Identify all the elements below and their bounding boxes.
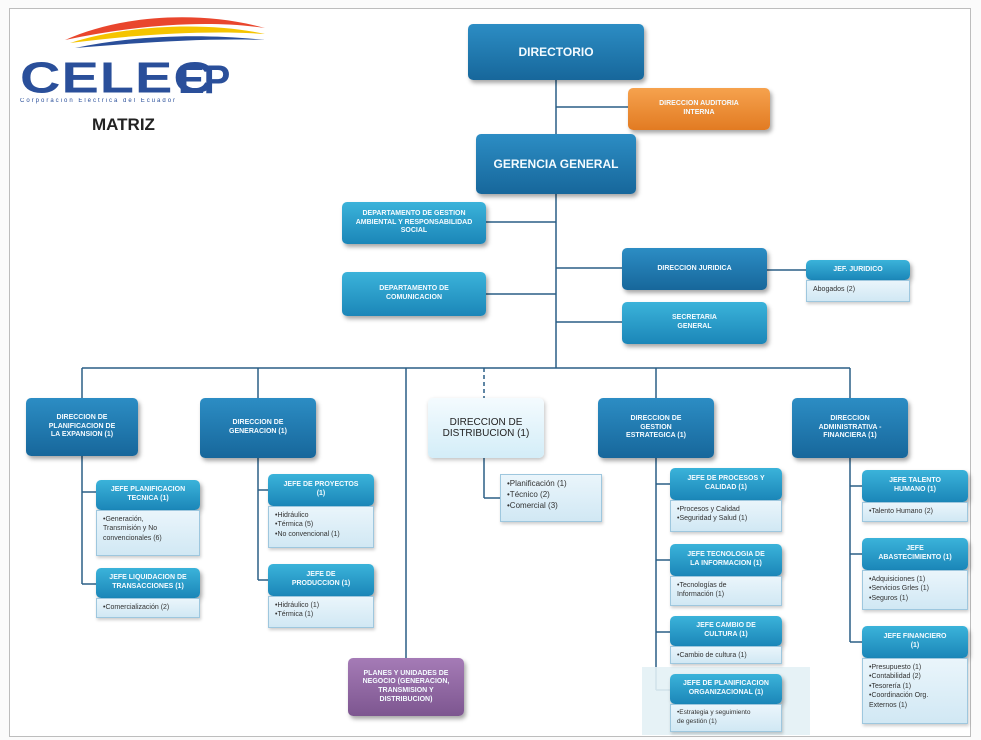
node-jefe-abastecimiento: JEFE ABASTECIMIENTO (1) xyxy=(862,538,968,570)
node-auditoria-interna: DIRECCION AUDITORIA INTERNA xyxy=(628,88,770,130)
node-jefe-planificacion-tecnica: JEFE PLANIFICACION TECNICA (1) xyxy=(96,480,200,510)
list-item: •Servicios Grles (1) xyxy=(869,585,930,593)
node-generacion: DIRECCION DE GENERACION (1) xyxy=(200,398,316,458)
produccion-list: •Hidráulico (1) •Térmica (1) xyxy=(268,596,374,628)
node-jefe-tecnologia: JEFE TECNOLOGIA DE LA INFORMACION (1) xyxy=(670,544,782,576)
list-item: •Procesos y Calidad xyxy=(677,506,740,513)
cambio-cultura-list: •Cambio de cultura (1) xyxy=(670,646,782,664)
list-item: •Presupuesto (1) xyxy=(869,664,922,671)
node-directorio: DIRECTORIO xyxy=(468,24,644,80)
talento-humano-list: •Talento Humano (2) xyxy=(862,502,968,522)
node-jefe-proyectos: JEFE DE PROYECTOS (1) xyxy=(268,474,374,506)
list-item: •Térmica (5) xyxy=(275,521,314,529)
planificacion-organizacional-list: •Estrategia y seguimiento de gestión (1) xyxy=(670,704,782,732)
node-administrativa-financiera: DIRECCION ADMINISTRATIVA - FINANCIERA (1… xyxy=(792,398,908,458)
list-item: •Hidráulico (1) xyxy=(275,602,320,609)
node-jefe-planificacion-organizacional: JEFE DE PLANIFICACION ORGANIZACIONAL (1) xyxy=(670,674,782,704)
abastecimiento-list: •Adquisiciones (1) •Servicios Grles (1) … xyxy=(862,570,968,610)
list-item: •Planificación (1) xyxy=(507,479,567,488)
node-secretaria-general: SECRETARIA GENERAL xyxy=(622,302,767,344)
node-distribucion: DIRECCION DE DISTRIBUCION (1) xyxy=(428,398,544,458)
procesos-calidad-list: •Procesos y Calidad •Seguridad y Salud (… xyxy=(670,500,782,532)
company-logo: CELEC xyxy=(20,52,215,102)
node-gestion-ambiental: DEPARTAMENTO DE GESTION AMBIENTAL Y RESP… xyxy=(342,202,486,244)
list-item: •Coordinación Org. Externos (1) xyxy=(869,692,929,709)
list-item: •Hidráulico xyxy=(275,512,309,519)
node-direccion-juridica: DIRECCION JURIDICA xyxy=(622,248,767,290)
list-item: •Adquisiciones (1) xyxy=(869,576,926,583)
list-item: •Comercialización (2) xyxy=(103,604,170,611)
node-gestion-estrategica: DIRECCION DE GESTION ESTRATEGICA (1) xyxy=(598,398,714,458)
list-item: •No convencional (1) xyxy=(275,530,340,538)
list-item: •Tesorería (1) xyxy=(869,682,912,690)
list-item: •Estrategia y seguimiento de gestión (1) xyxy=(677,709,751,725)
distribucion-list: •Planificación (1) •Técnico (2) •Comerci… xyxy=(500,474,602,522)
financiero-list: •Presupuesto (1) •Contabilidad (2) •Teso… xyxy=(862,658,968,724)
node-jefe-produccion: JEFE DE PRODUCCION (1) xyxy=(268,564,374,596)
node-comunicacion: DEPARTAMENTO DE COMUNICACION xyxy=(342,272,486,316)
company-tagline: Corporación Eléctrica del Ecuador xyxy=(20,98,178,104)
node-jefe-juridico: JEF. JURIDICO xyxy=(806,260,910,280)
planificacion-tecnica-list: •Generación, Transmisión y No convencion… xyxy=(96,510,200,556)
node-planificacion-expansion: DIRECCION DE PLANIFICACION DE LA EXPANSI… xyxy=(26,398,138,456)
node-unidades-negocio: PLANES Y UNIDADES DE NEGOCIO (GENERACION… xyxy=(348,658,464,716)
company-logo-suffix: EP xyxy=(178,58,230,102)
logo-swoosh-icon xyxy=(65,17,265,48)
list-item: •Técnico (2) xyxy=(507,489,550,499)
list-item: •Seguros (1) xyxy=(869,594,909,602)
list-item: •Contabilidad (2) xyxy=(869,673,921,681)
list-item: •Comercial (3) xyxy=(507,500,558,510)
node-jefe-financiero: JEFE FINANCIERO (1) xyxy=(862,626,968,658)
list-item: •Talento Humano (2) xyxy=(869,508,933,515)
list-item: •Cambio de cultura (1) xyxy=(677,652,747,659)
node-gerencia-general: GERENCIA GENERAL xyxy=(476,134,636,194)
node-jefe-liquidacion: JEFE LIQUIDACION DE TRANSACCIONES (1) xyxy=(96,568,200,598)
list-item: Abogados (2) xyxy=(813,286,856,293)
liquidacion-list: •Comercialización (2) xyxy=(96,598,200,618)
list-item: •Tecnologías de Información (1) xyxy=(677,582,727,599)
jefe-juridico-list: Abogados (2) xyxy=(806,280,910,302)
list-item: •Generación, Transmisión y No convencion… xyxy=(103,516,162,542)
list-item: •Térmica (1) xyxy=(275,611,314,619)
proyectos-list: •Hidráulico •Térmica (5) •No convenciona… xyxy=(268,506,374,548)
node-jefe-cambio-cultura: JEFE CAMBIO DE CULTURA (1) xyxy=(670,616,782,646)
node-jefe-talento-humano: JEFE TALENTO HUMANO (1) xyxy=(862,470,968,502)
tecnologia-list: •Tecnologías de Información (1) xyxy=(670,576,782,606)
list-item: •Seguridad y Salud (1) xyxy=(677,515,748,523)
chart-subtitle: MATRIZ xyxy=(92,115,155,134)
node-jefe-procesos-calidad: JEFE DE PROCESOS Y CALIDAD (1) xyxy=(670,468,782,500)
